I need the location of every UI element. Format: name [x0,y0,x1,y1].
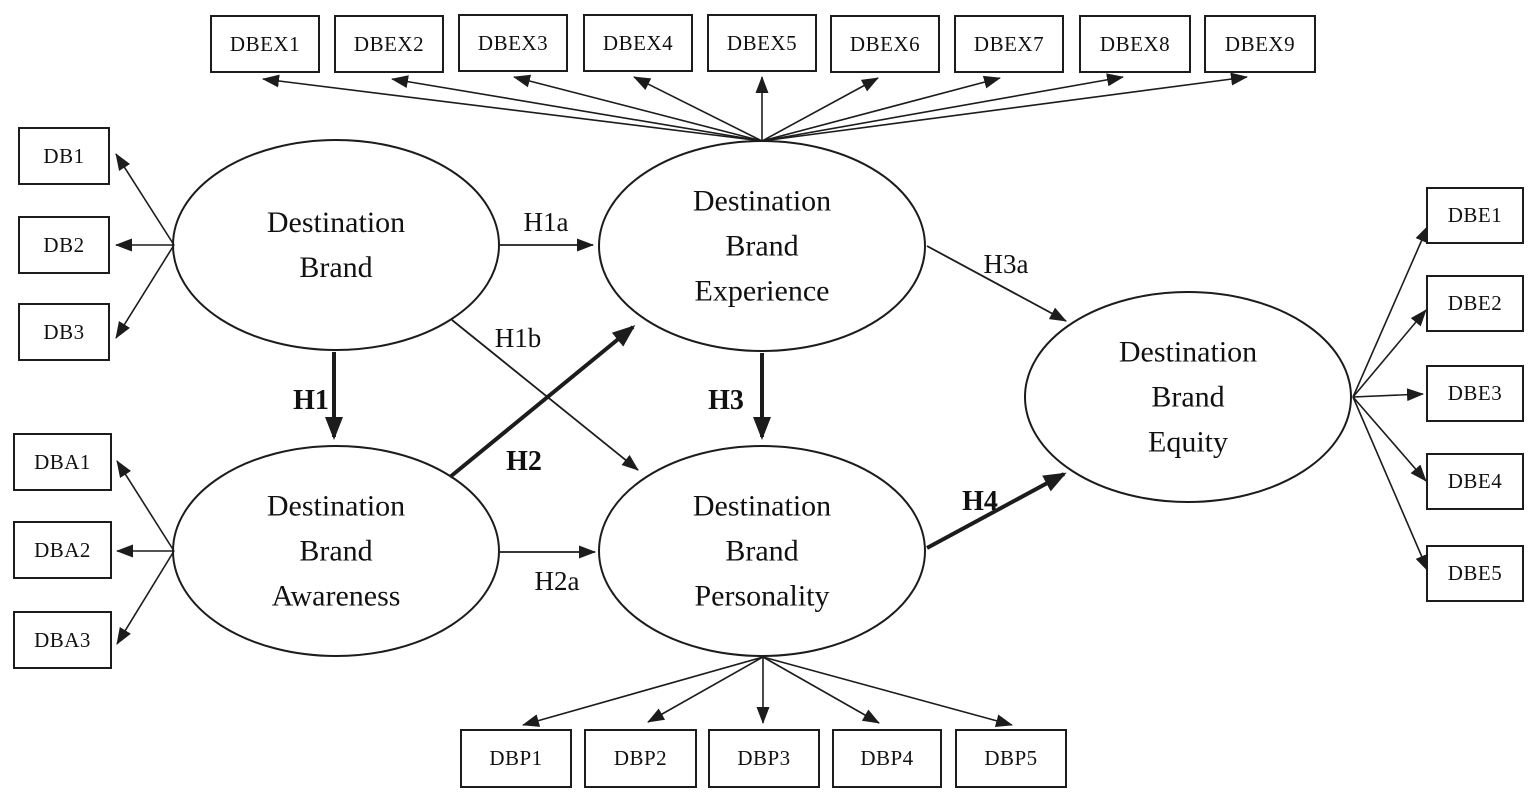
path-h3a [926,245,1067,322]
arrow-dbex3 [513,74,763,142]
arrow-dba1 [116,460,175,552]
label-h3: H3 [708,385,744,416]
label-h3a: H3a [984,249,1029,279]
indicator-box-dbe1: DBE1 [1426,187,1524,244]
construct-destination-brand-awareness: Destination Brand Awareness [266,489,406,613]
arrow-dbex2 [391,75,763,142]
indicator-box-dbex8: DBEX8 [1079,15,1191,73]
label-h4: H4 [962,486,998,517]
indicator-box-dbp4: DBP4 [832,729,942,788]
arrow-dbp2 [647,656,764,723]
indicator-box-dbex4: DBEX4 [583,14,693,72]
arrow-db1 [115,153,175,246]
arrow-dbe3 [1352,388,1424,402]
arrow-dbe1 [1352,225,1429,398]
indicator-box-dba3: DBA3 [13,611,112,669]
arrow-dbp1 [522,656,764,727]
path-h2-bold [448,325,636,479]
indicator-box-dbex3: DBEX3 [458,14,568,72]
arrow-dbp4 [762,656,880,724]
arrow-db3 [115,244,175,339]
construct-destination-brand: Destination Brand [266,206,406,284]
indicator-box-dba2: DBA2 [13,521,112,579]
indicator-box-dbex9: DBEX9 [1204,15,1316,73]
arrow-dbe5 [1352,396,1429,572]
label-h1b: H1b [495,323,542,353]
arrow-dbe4 [1352,396,1427,482]
indicator-box-dbe5: DBE5 [1426,545,1524,602]
path-h4-bold [926,472,1067,550]
arrow-dbex6 [761,77,879,142]
arrow-dbex4 [633,76,763,142]
label-h2a: H2a [535,566,580,596]
indicator-box-dbp3: DBP3 [708,729,820,788]
ellipse-destination-brand-equity [1024,291,1352,503]
indicator-box-dbex7: DBEX7 [954,15,1064,73]
indicator-box-dbe4: DBE4 [1426,453,1524,510]
label-h1a: H1a [524,207,569,237]
arrow-dbp5 [762,656,1013,728]
ellipse-destination-brand-personality [598,445,926,657]
arrow-dbe2 [1352,309,1427,398]
arrow-dba3 [116,550,175,645]
indicator-box-dbe3: DBE3 [1426,365,1524,422]
indicator-box-db2: DB2 [18,216,110,274]
indicator-box-dbex1: DBEX1 [210,15,320,73]
indicator-box-dbp1: DBP1 [460,729,572,788]
label-h1: H1 [293,385,329,416]
construct-destination-brand-personality: Destination Brand Personality [692,489,832,613]
arrow-dbex8 [761,73,1124,142]
indicator-box-dbex6: DBEX6 [830,15,940,73]
arrow-dbex7 [761,75,1001,142]
arrow-dbex9 [761,72,1248,142]
path-h1b [451,319,639,471]
indicator-box-db3: DB3 [18,303,110,361]
indicator-box-dbex2: DBEX2 [334,15,444,73]
construct-destination-brand-equity: Destination Brand Equity [1118,335,1258,459]
construct-destination-brand-experience: Destination Brand Experience [692,184,832,308]
indicator-box-dbp5: DBP5 [955,729,1067,788]
indicator-box-dbp2: DBP2 [584,729,697,788]
indicator-box-db1: DB1 [18,127,110,185]
indicator-box-dba1: DBA1 [13,433,112,491]
arrow-dbex1 [262,74,763,142]
label-h2: H2 [506,446,542,477]
indicator-box-dbe2: DBE2 [1426,275,1524,332]
indicator-box-dbex5: DBEX5 [707,14,817,72]
